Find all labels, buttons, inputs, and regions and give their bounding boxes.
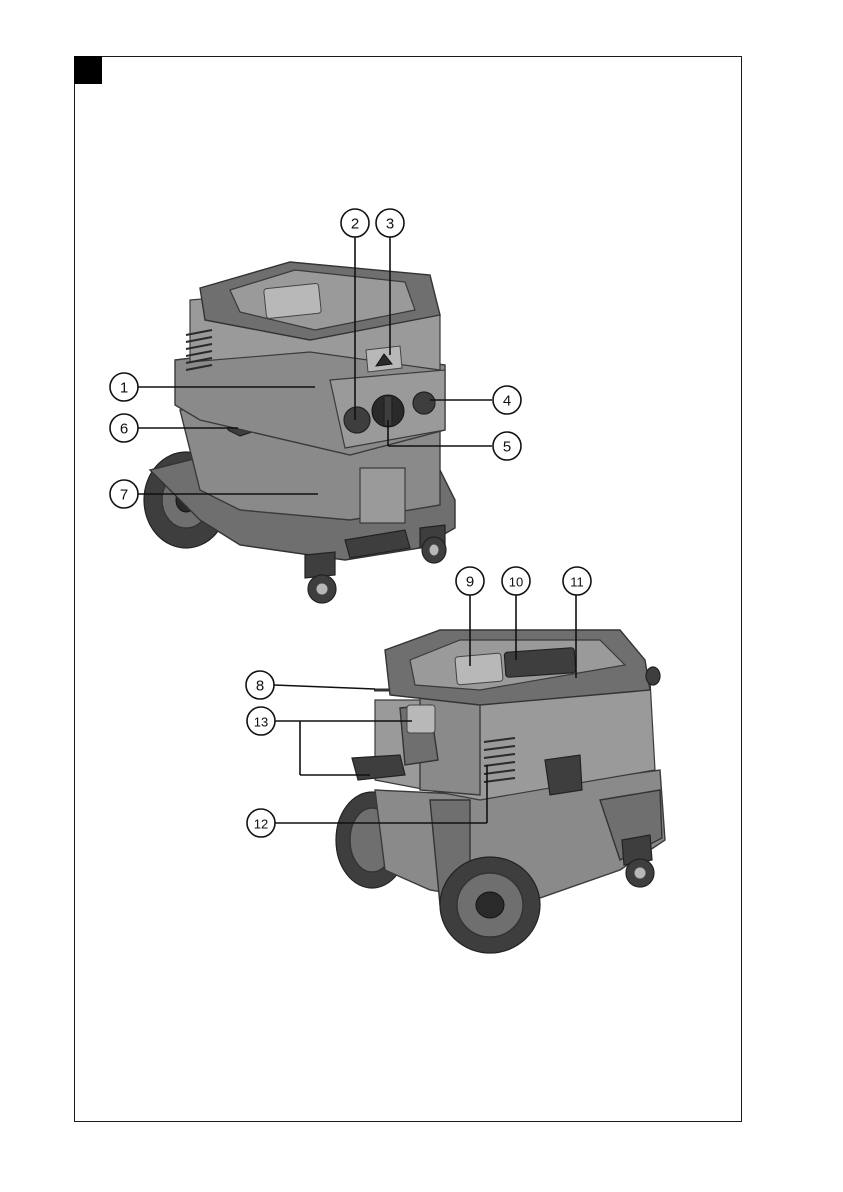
- svg-text:8: 8: [256, 678, 264, 695]
- callout-8: 8: [246, 671, 274, 699]
- callout-7: 7: [110, 480, 138, 508]
- svg-text:12: 12: [254, 817, 268, 832]
- suction-knob: [413, 392, 435, 414]
- right-caster-icon: [622, 835, 654, 887]
- svg-text:5: 5: [503, 439, 511, 456]
- callout-12: 12: [247, 809, 275, 837]
- svg-text:3: 3: [386, 216, 394, 233]
- svg-text:11: 11: [570, 575, 584, 590]
- svg-text:1: 1: [120, 380, 128, 397]
- callout-1: 1: [110, 373, 138, 401]
- front-caster-icon: [305, 552, 336, 603]
- callout-5: 5: [493, 432, 521, 460]
- front-caster-icon: [420, 525, 446, 563]
- svg-text:9: 9: [466, 574, 474, 591]
- filter-clean-button: [455, 653, 503, 685]
- power-socket: [344, 407, 370, 433]
- vacuum-rear-view: [336, 630, 665, 953]
- svg-text:10: 10: [509, 575, 523, 590]
- callout-4: 4: [493, 386, 521, 414]
- callout-3: 3: [376, 209, 404, 237]
- callout-9: 9: [456, 567, 484, 595]
- callout-10: 10: [502, 567, 530, 595]
- svg-text:13: 13: [254, 715, 268, 730]
- storage-pad: [504, 648, 576, 678]
- svg-text:2: 2: [351, 216, 359, 233]
- svg-text:4: 4: [503, 393, 511, 410]
- callout-2: 2: [341, 209, 369, 237]
- svg-text:6: 6: [120, 421, 128, 438]
- vacuum-front-view: [144, 262, 455, 603]
- hose-holder: [352, 755, 405, 780]
- container-latch: [545, 755, 582, 795]
- callout-11: 11: [563, 567, 591, 595]
- callout-13: 13: [247, 707, 275, 735]
- callout-6: 6: [110, 414, 138, 442]
- svg-text:7: 7: [120, 487, 128, 504]
